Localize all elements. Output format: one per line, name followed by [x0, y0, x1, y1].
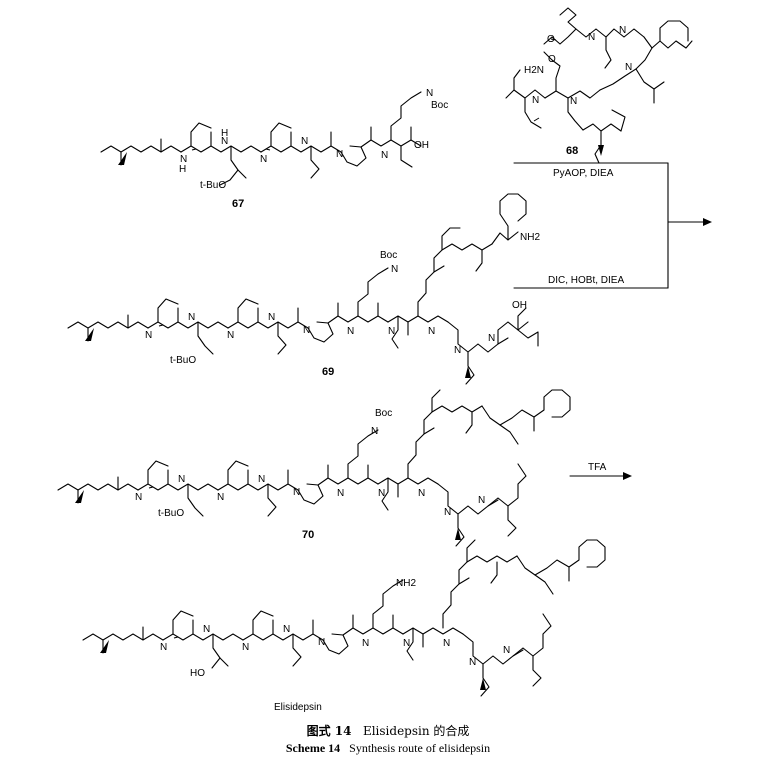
- label-boc-69: Boc: [380, 250, 397, 261]
- label-n-68d: N: [570, 96, 577, 107]
- label-nh-67a: N: [180, 154, 187, 165]
- label-nh-70d: N: [258, 474, 265, 485]
- label-nh-70f: N: [378, 488, 385, 499]
- label-nh-70e: N: [337, 488, 344, 499]
- caption-en-text: Synthesis route of elisidepsin: [349, 741, 491, 755]
- label-nh-70a: N: [135, 492, 142, 503]
- label-nh-70c: N: [217, 492, 224, 503]
- label-nh-70h: N: [444, 507, 451, 518]
- label-nh-70g: N: [418, 488, 425, 499]
- label-tbuo-70: t-BuO: [158, 508, 184, 519]
- label-n-elpro: N: [318, 637, 325, 648]
- compound-69-structure: N N N N N N N N N N OH N Boc NH2 t-BuO: [67, 193, 540, 385]
- label-nh-69a: N: [145, 330, 152, 341]
- compound-68-structure: H2N O N N N N N O: [505, 7, 693, 164]
- label-boc-70: Boc: [375, 408, 392, 419]
- label-tbuo-69: t-BuO: [170, 355, 196, 366]
- reagent-step3: TFA: [588, 462, 607, 473]
- label-boc-67: Boc: [431, 100, 448, 111]
- compound-68-label: 68: [566, 145, 578, 157]
- reagent-step1: PyAOP, DIEA: [553, 168, 614, 179]
- compound-67-structure: N H N H N N N N OH N Boc t-BuO: [100, 88, 448, 191]
- label-nh-elf: N: [403, 638, 410, 649]
- label-nh-boc-69: N: [391, 264, 398, 275]
- caption-chinese: 图式 14 Elisidepsin 的合成: [0, 722, 776, 739]
- label-nh-67c: N: [260, 154, 267, 165]
- label-nh-67d: N: [301, 136, 308, 147]
- label-nh-70b: N: [178, 474, 185, 485]
- compound-70-label: 70: [302, 529, 314, 541]
- caption-cn-label: 图式 14: [306, 724, 352, 738]
- label-oh-69: OH: [512, 300, 527, 311]
- compound-67-label: 67: [232, 198, 244, 210]
- label-nh-69i: N: [488, 333, 495, 344]
- label-o-68b: O: [548, 54, 556, 65]
- compound-70-structure: N N N N N N N N N N N Boc t-BuO: [57, 389, 571, 547]
- caption-en-label: Scheme 14: [285, 741, 341, 755]
- label-nh-elc: N: [242, 642, 249, 653]
- label-nh-67e: N: [381, 150, 388, 161]
- label-nh-69h: N: [454, 345, 461, 356]
- label-nh-67b: N: [221, 136, 228, 147]
- label-n-68a: N: [588, 32, 595, 43]
- caption-cn-text: Elisidepsin 的合成: [362, 724, 470, 738]
- label-nh-69d: N: [268, 312, 275, 323]
- label-nh-eli: N: [503, 645, 510, 656]
- caption-english: Scheme 14 Synthesis route of elisidepsin: [0, 741, 776, 756]
- label-nh-69b: N: [188, 312, 195, 323]
- label-n-67pro: N: [336, 149, 343, 160]
- label-n-68c: N: [625, 62, 632, 73]
- label-nh-69c: N: [227, 330, 234, 341]
- label-nh-boc-70: N: [371, 426, 378, 437]
- label-nh-boc-67: N: [426, 88, 433, 99]
- label-nh-69f: N: [388, 326, 395, 337]
- label-h2n: H2N: [524, 65, 544, 76]
- label-nh-elh: N: [469, 657, 476, 668]
- label-n-70pro: N: [293, 487, 300, 498]
- label-nh-70i: N: [478, 495, 485, 506]
- compound-69-label: 69: [322, 366, 334, 378]
- label-nh-eld: N: [283, 624, 290, 635]
- label-nh2-69: NH2: [520, 232, 540, 243]
- label-oh-67: OH: [414, 140, 429, 151]
- label-nh-elb: N: [203, 624, 210, 635]
- compound-elisidepsin-label: Elisidepsin: [274, 702, 322, 713]
- reagent-step2: DIC, HOBt, DIEA: [548, 275, 624, 286]
- label-o-68a: O: [547, 34, 555, 45]
- label-nh-69g: N: [428, 326, 435, 337]
- label-n-68b: N: [619, 25, 626, 36]
- label-h-67a: H: [179, 164, 186, 175]
- label-n-68e: N: [532, 95, 539, 106]
- elisidepsin-structure: N N N N N N N N N N NH2 HO: [82, 539, 606, 697]
- label-nh-69e: N: [347, 326, 354, 337]
- tfa-arrow: [569, 472, 632, 480]
- label-nh-ele: N: [362, 638, 369, 649]
- label-h-67b: H: [221, 128, 228, 139]
- label-nh2-el: NH2: [396, 578, 416, 589]
- coupling-arrow-block: [513, 162, 712, 289]
- label-n-69pro: N: [303, 325, 310, 336]
- label-nh-elg: N: [443, 638, 450, 649]
- label-nh-ela: N: [160, 642, 167, 653]
- label-tbuo-67: t-BuO: [200, 180, 226, 191]
- label-ho-el: HO: [190, 668, 205, 679]
